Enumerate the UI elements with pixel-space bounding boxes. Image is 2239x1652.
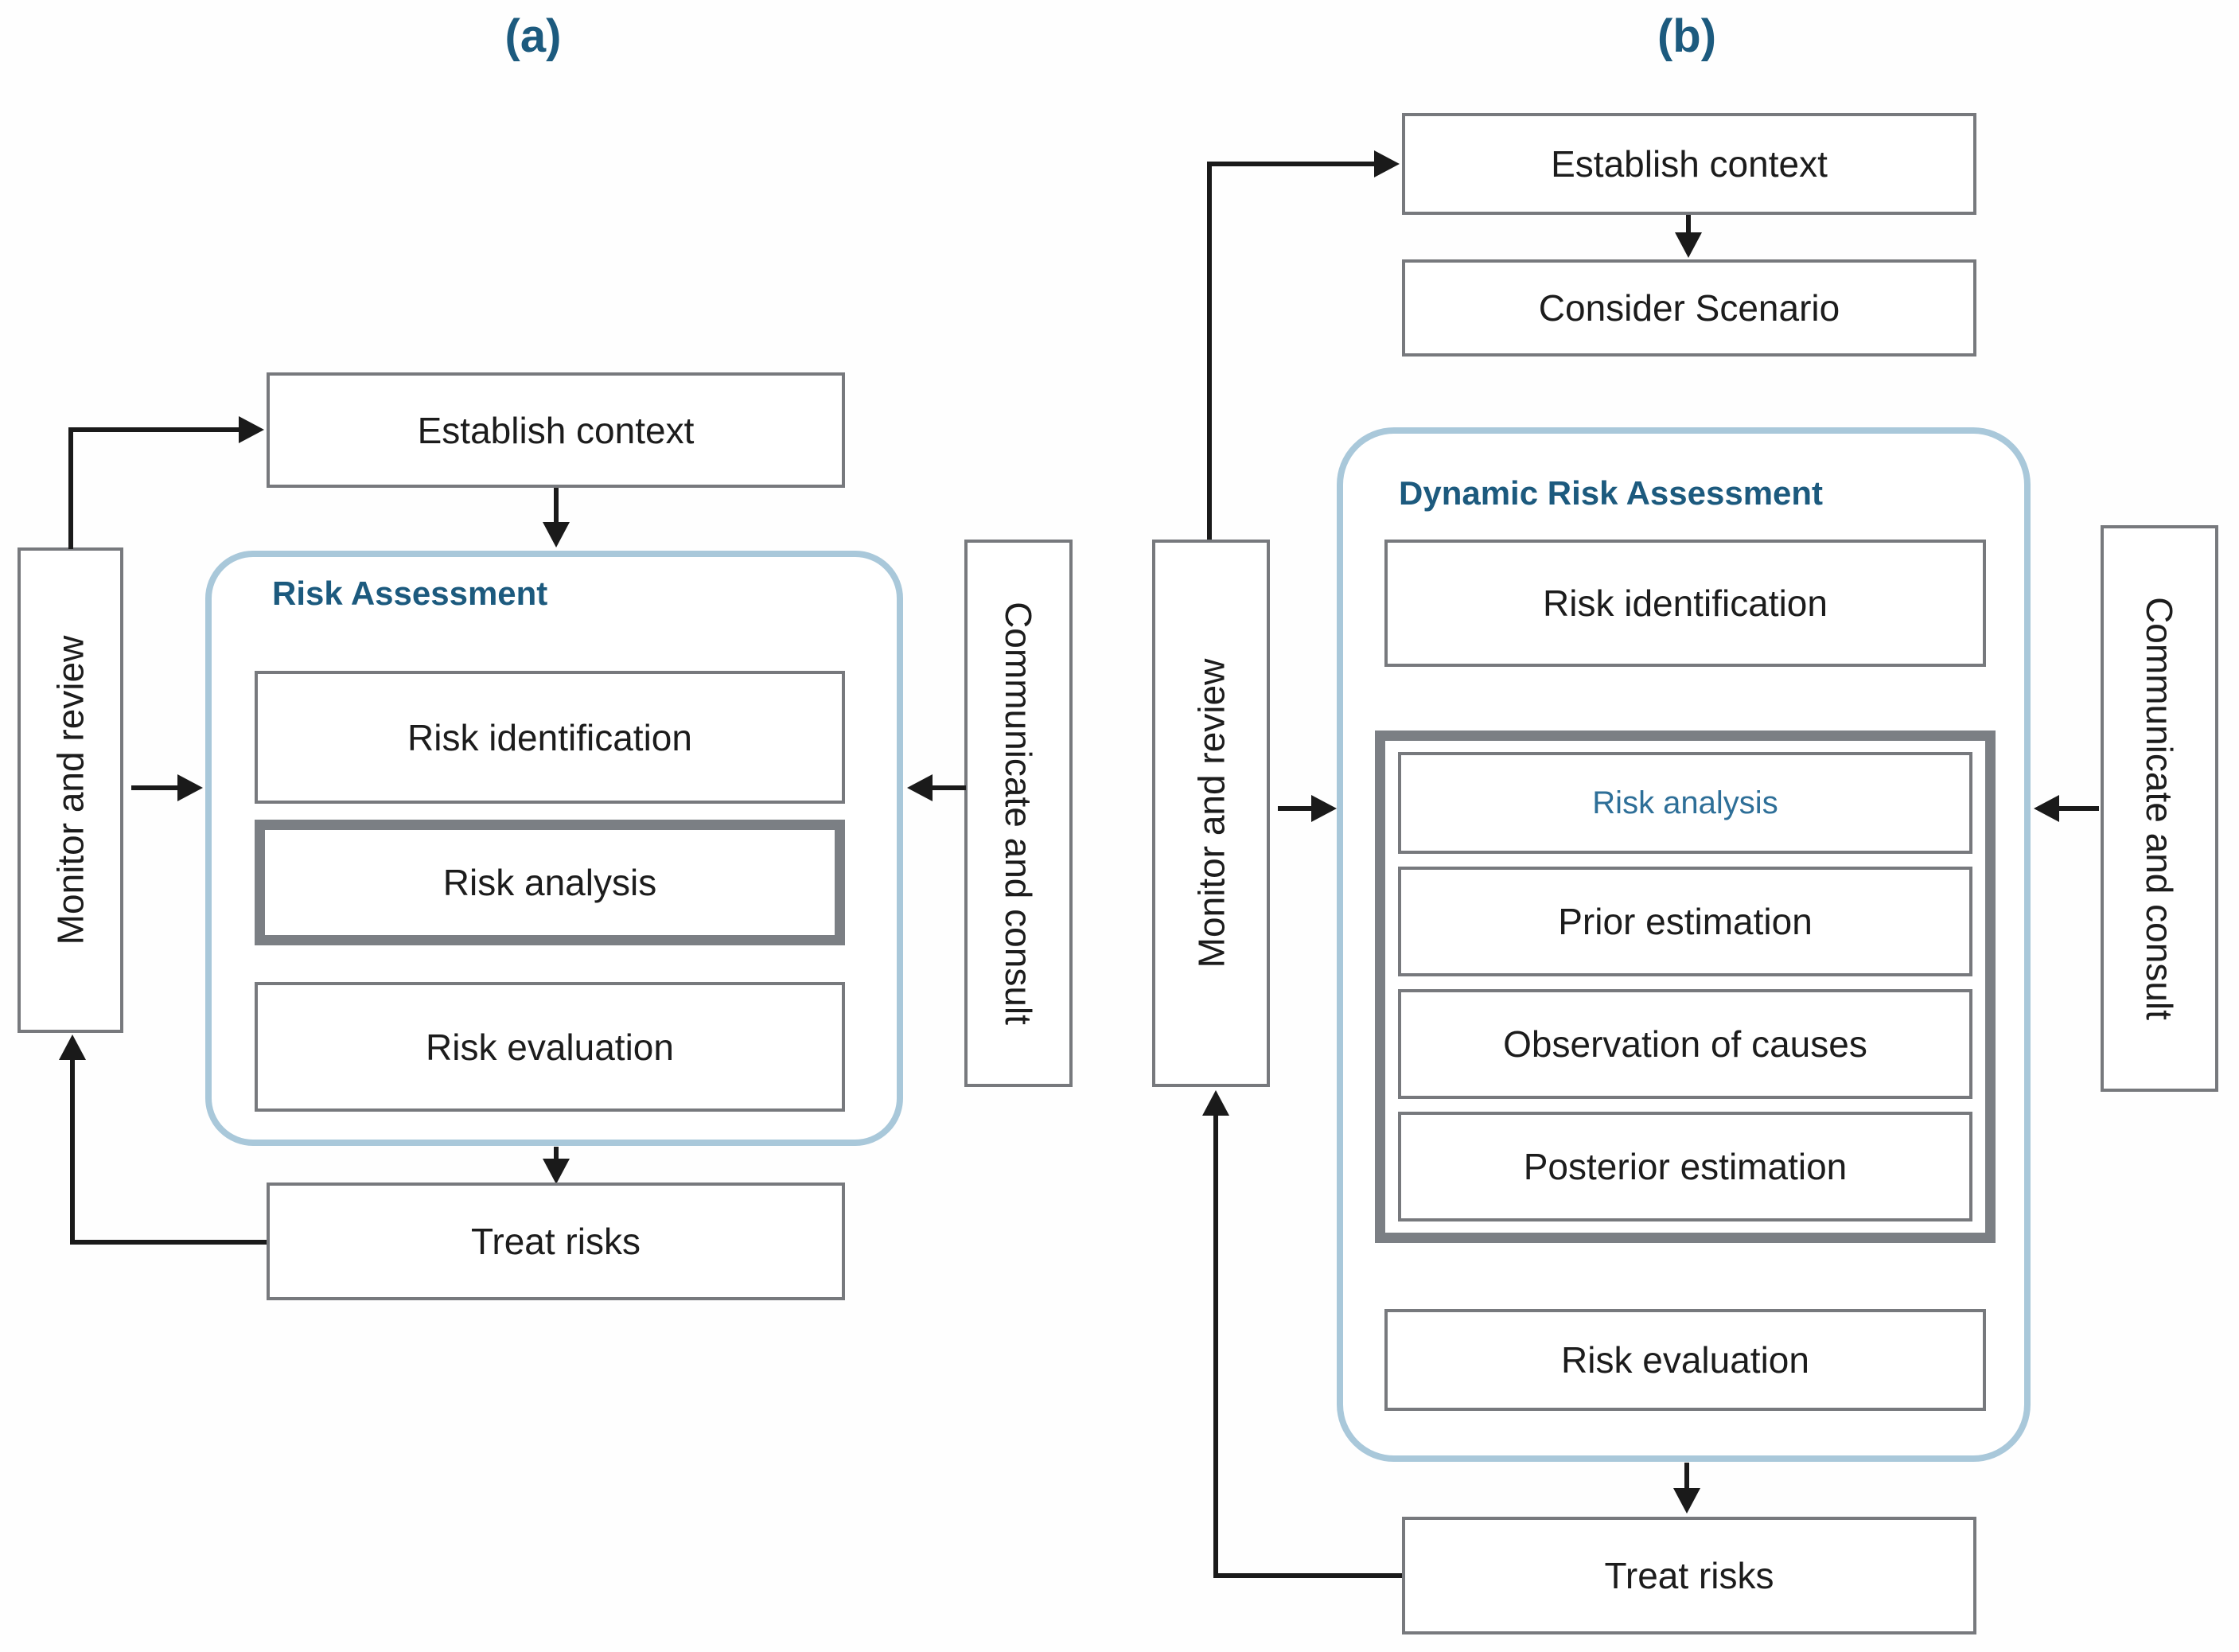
treat-risks-label-a: Treat risks (471, 1221, 641, 1262)
arrow-right-icon (1374, 150, 1400, 177)
connector-treat-feedback-a (70, 1240, 267, 1245)
observation-of-causes-box-b: Observation of causes (1398, 989, 1972, 1099)
arrow-left-icon (907, 774, 933, 801)
communicate-consult-box-b: Communicate and consult (2101, 525, 2218, 1092)
connector-feedback-up-b (1213, 1114, 1218, 1578)
connector-monitor-to-assessment-a (131, 785, 179, 790)
arrow-down-icon (1673, 1488, 1700, 1514)
risk-identification-label-a: Risk identification (407, 716, 692, 758)
prior-estimation-box-b: Prior estimation (1398, 867, 1972, 976)
risk-evaluation-box-a: Risk evaluation (255, 982, 845, 1112)
establish-context-label-b: Establish context (1551, 143, 1828, 185)
arrow-right-icon (239, 416, 264, 443)
monitor-review-label-a: Monitor and review (49, 635, 92, 945)
panel-b-label: (b) (1657, 10, 1717, 62)
connector-establish-to-assessment-a (554, 488, 559, 524)
panel-a-label: (a) (504, 10, 562, 62)
connector-monitor-to-assessment-b (1278, 806, 1313, 811)
communicate-consult-label-b: Communicate and consult (2139, 597, 2180, 1020)
risk-identification-box-b: Risk identification (1384, 540, 1986, 667)
risk-analysis-group-b: Risk analysis Prior estimation Observati… (1375, 731, 1996, 1243)
arrow-up-icon (1202, 1090, 1229, 1116)
posterior-estimation-box-b: Posterior estimation (1398, 1112, 1972, 1221)
establish-context-box-b: Establish context (1402, 113, 1976, 215)
establish-context-box-a: Establish context (267, 372, 845, 488)
risk-evaluation-box-b: Risk evaluation (1384, 1309, 1986, 1411)
consider-scenario-label-b: Consider Scenario (1538, 287, 1840, 329)
connector-communicate-to-assessment-b (2059, 806, 2099, 811)
observation-of-causes-label-b: Observation of causes (1503, 1023, 1867, 1065)
risk-analysis-title-cell-b: Risk analysis (1398, 752, 1972, 854)
risk-evaluation-label-b: Risk evaluation (1561, 1339, 1809, 1381)
connector-assessment-to-treat-a (554, 1147, 559, 1161)
arrow-up-icon (59, 1034, 86, 1060)
arrow-right-icon (1311, 795, 1337, 822)
connector-feedback-up-a (70, 1058, 75, 1245)
connector-assessment-to-treat-b (1684, 1463, 1689, 1490)
arrow-left-icon (2034, 795, 2059, 822)
communicate-consult-label-a: Communicate and consult (998, 602, 1039, 1025)
connector-monitor-up-a (68, 430, 73, 549)
risk-analysis-box-a: Risk analysis (255, 820, 845, 945)
connector-monitor-to-establish-b (1207, 162, 1376, 166)
risk-analysis-label-a: Risk analysis (442, 862, 657, 903)
connector-communicate-to-assessment-a (933, 785, 966, 790)
treat-risks-label-b: Treat risks (1604, 1555, 1774, 1596)
connector-treat-feedback-b (1213, 1573, 1402, 1578)
prior-estimation-label-b: Prior estimation (1558, 901, 1813, 942)
consider-scenario-box-b: Consider Scenario (1402, 259, 1976, 357)
posterior-estimation-label-b: Posterior estimation (1523, 1146, 1848, 1187)
connector-monitor-up-b (1207, 164, 1212, 540)
risk-assessment-title-a: Risk Assessment (272, 575, 548, 612)
monitor-review-box-a: Monitor and review (18, 547, 123, 1033)
monitor-review-label-b: Monitor and review (1190, 658, 1232, 968)
arrow-right-icon (177, 774, 203, 801)
risk-analysis-label-b: Risk analysis (1592, 785, 1778, 820)
monitor-review-box-b: Monitor and review (1152, 540, 1270, 1087)
arrow-down-icon (543, 1159, 570, 1184)
risk-identification-box-a: Risk identification (255, 671, 845, 804)
risk-evaluation-label-a: Risk evaluation (426, 1026, 674, 1068)
connector-monitor-to-establish-a (68, 427, 240, 432)
arrow-down-icon (543, 522, 570, 547)
dynamic-risk-assessment-title-b: Dynamic Risk Assessment (1399, 474, 1824, 512)
establish-context-label-a: Establish context (417, 409, 695, 451)
risk-identification-label-b: Risk identification (1543, 582, 1828, 624)
treat-risks-box-b: Treat risks (1402, 1517, 1976, 1634)
treat-risks-box-a: Treat risks (267, 1183, 845, 1300)
connector-establish-to-consider-b (1686, 215, 1691, 236)
arrow-down-icon (1675, 232, 1702, 258)
communicate-consult-box-a: Communicate and consult (964, 540, 1073, 1087)
